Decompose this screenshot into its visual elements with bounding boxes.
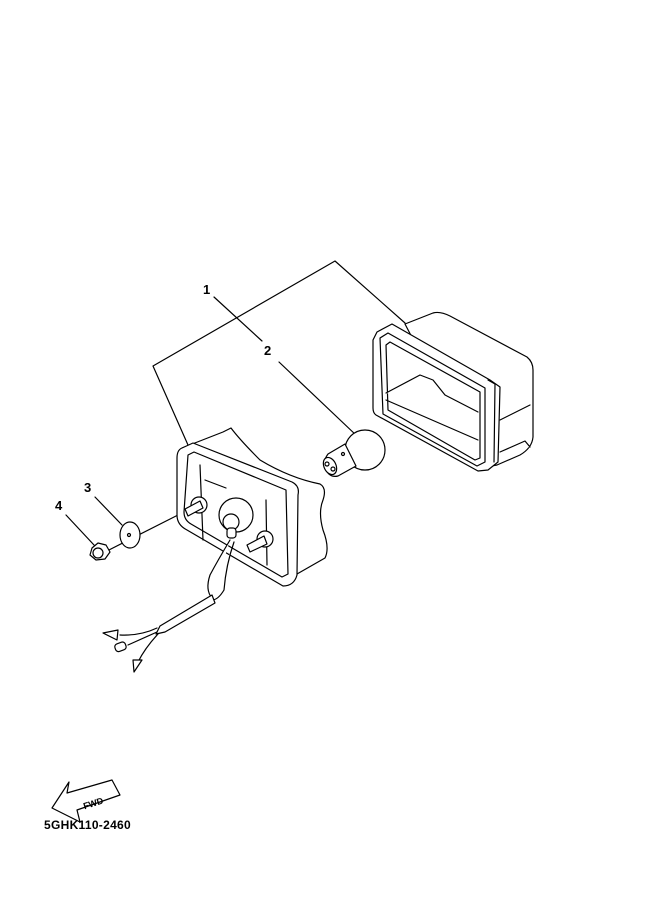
callout-3: 3 — [84, 480, 92, 495]
wire-harness — [102, 539, 235, 673]
lens — [372, 311, 534, 472]
washer — [119, 521, 141, 549]
part-code: 5GHK110-2460 — [44, 818, 131, 832]
housing — [176, 427, 328, 587]
leader-lines — [65, 260, 406, 553]
nut — [89, 542, 111, 561]
callout-1: 1 — [203, 282, 211, 297]
fwd-arrow-icon — [51, 779, 121, 823]
bulb — [322, 429, 386, 477]
callout-4: 4 — [55, 498, 63, 513]
callout-2: 2 — [264, 343, 272, 358]
